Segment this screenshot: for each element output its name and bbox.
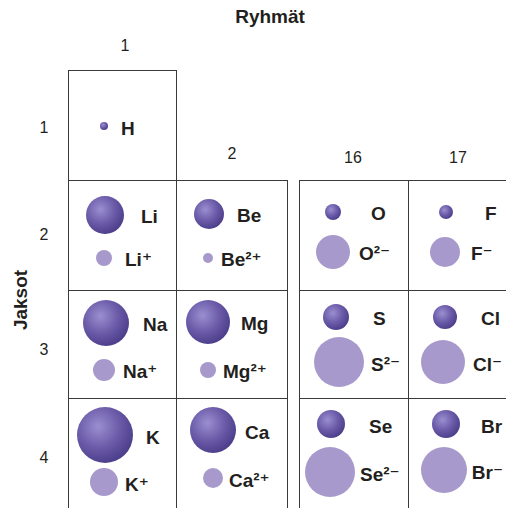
element-cell: ClCl⁻ [408, 290, 506, 399]
ion-symbol: F⁻ [471, 244, 493, 263]
element-cell: F F⁻ [408, 180, 506, 291]
atom-symbol: H [121, 119, 135, 138]
element-cell: BeBe²⁺ [176, 180, 288, 291]
atom-symbol: Be [237, 206, 261, 225]
ion-symbol: Mg²⁺ [223, 362, 267, 381]
atom-symbol: Li [141, 207, 158, 226]
element-cell: BrBr⁻ [408, 398, 506, 508]
ion-symbol: Ca²⁺ [229, 471, 270, 490]
element-cell: S S²⁻ [299, 290, 409, 399]
group-number: 17 [449, 150, 467, 166]
element-cell: O O²⁻ [299, 180, 409, 291]
ion-symbol: S²⁻ [371, 355, 400, 374]
atom-symbol: Ca [245, 423, 269, 442]
period-number: 2 [40, 227, 49, 243]
group-number: 1 [121, 38, 130, 54]
atom-symbol: Cl [481, 309, 500, 328]
atom-symbol: Mg [241, 314, 268, 333]
ion-symbol: Se²⁻ [360, 465, 400, 484]
atom-symbol: Br [481, 417, 502, 436]
element-cell: H [68, 70, 177, 181]
element-cell: NaNa⁺ [68, 290, 177, 399]
axis-title: Jaksot [11, 270, 30, 330]
atom-spheres [77, 122, 460, 463]
atom-symbol: Se [369, 417, 392, 436]
ion-spheres [90, 235, 467, 497]
atom-symbol: Na [143, 315, 167, 334]
element-cell: MgMg²⁺ [176, 290, 288, 399]
element-cell: K K⁺ [68, 398, 177, 508]
group-number: 16 [344, 150, 362, 166]
group-number: 2 [228, 146, 237, 162]
period-number: 4 [40, 450, 49, 466]
ion-symbol: Br⁻ [472, 463, 503, 482]
period-number: 3 [40, 342, 49, 358]
atom-symbol: S [373, 309, 386, 328]
atom-symbol: F [485, 204, 497, 223]
element-cell: LiLi⁺ [68, 180, 177, 291]
ion-symbol: Cl⁻ [473, 355, 502, 374]
element-cell: CaCa²⁺ [176, 398, 288, 508]
axis-title: Ryhmät [235, 7, 305, 26]
ion-symbol: O²⁻ [359, 244, 390, 263]
ion-symbol: Na⁺ [123, 362, 157, 381]
element-cell: SeSe²⁻ [299, 398, 409, 508]
ion-symbol: Be²⁺ [221, 250, 262, 269]
atom-symbol: K [146, 428, 160, 447]
ion-symbol: Li⁺ [125, 250, 152, 269]
atom-symbol: O [371, 204, 386, 223]
period-number: 1 [40, 120, 49, 136]
ion-symbol: K⁺ [125, 475, 149, 494]
